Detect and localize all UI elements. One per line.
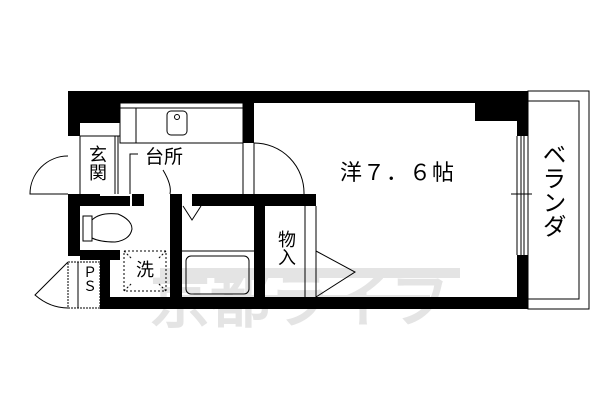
room-label-western-room: 洋７．６帖 (340, 161, 456, 186)
thin-lines (29, 90, 590, 310)
entrance-door-arc (29, 155, 69, 195)
room-label-pipe-space: ＰＳ (81, 265, 97, 293)
room-label-balcony: ベランダ (538, 142, 566, 238)
room-label-washer: 洗 (136, 260, 154, 281)
sink-icon (166, 110, 188, 136)
walls (68, 91, 528, 309)
toilet-icon (82, 213, 133, 243)
room-label-entrance: 玄関 (86, 145, 107, 181)
room-label-kitchen: 台所 (145, 146, 184, 168)
room-label-storage: 物入 (275, 230, 296, 266)
room-door-arc (253, 142, 305, 195)
washer-space (123, 250, 167, 292)
bathtub-icon (185, 255, 250, 295)
ps-door-arc (34, 261, 69, 309)
storage-door (315, 250, 356, 298)
